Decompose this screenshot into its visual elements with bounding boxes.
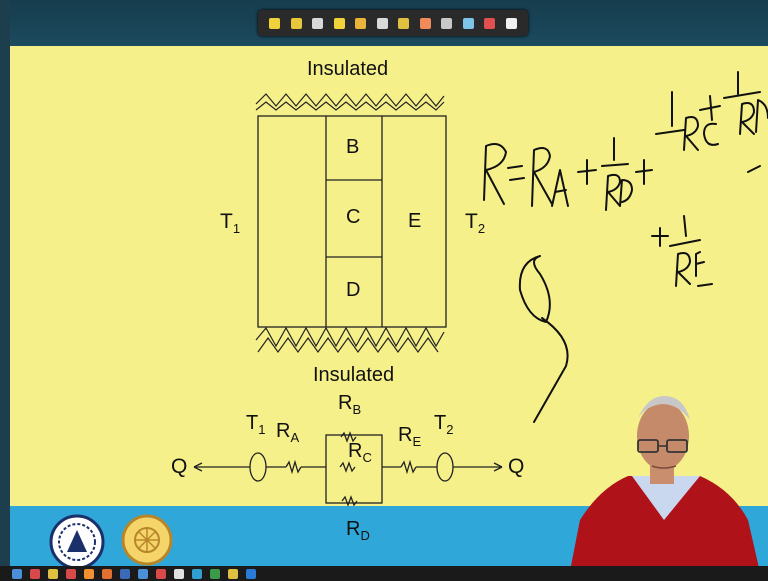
taskbar-app-icon[interactable] [138, 568, 148, 579]
circuit-rb-sub: B [352, 402, 362, 417]
taskbar-app-icon[interactable] [156, 568, 166, 579]
insulated-top-label: Insulated [307, 58, 389, 80]
ink-RA [531, 147, 569, 207]
circuit-rd-sub: D [360, 528, 370, 543]
thermal-circuit [193, 431, 503, 507]
circuit-rc-label: RC [348, 440, 372, 465]
block-d-label: D [346, 279, 361, 301]
circuit-re-sub: E [412, 434, 422, 449]
block-c-label: C [346, 206, 361, 228]
undo-tool-icon[interactable] [505, 17, 517, 29]
ink-1-RB [601, 137, 633, 211]
circuit-t1-sub: 1 [258, 422, 266, 437]
ink-plus4 [651, 227, 669, 247]
temp-right-sub: 2 [477, 221, 486, 237]
shape-tool-icon[interactable] [441, 17, 453, 29]
temp-left-main: T [220, 210, 233, 233]
circuit-q-right: Q [508, 455, 525, 478]
line-tool-icon[interactable] [398, 17, 410, 29]
circuit-t1-main: T [246, 412, 259, 434]
wall-outline [257, 115, 447, 328]
color-tool-icon[interactable] [462, 17, 474, 29]
taskbar [0, 566, 768, 581]
temp-left-label: T1 [220, 210, 240, 236]
highlighter-tool-icon[interactable] [312, 17, 324, 29]
circuit-rd-main: R [346, 518, 361, 540]
ink-1-RD [723, 71, 768, 135]
circuit-re-label: RE [398, 424, 421, 449]
taskbar-app-icon[interactable] [210, 568, 220, 579]
brush-tool-icon[interactable] [355, 17, 367, 29]
taskbar-app-icon[interactable] [12, 568, 22, 579]
taskbar-app-icon[interactable] [84, 568, 94, 579]
taskbar-app-icon[interactable] [30, 568, 40, 579]
taskbar-app-icon[interactable] [228, 568, 238, 579]
eraser-tool-icon[interactable] [419, 17, 431, 29]
ink-1-RC [655, 91, 719, 151]
pointer-tool-icon[interactable] [269, 17, 281, 29]
taskbar-app-icon[interactable] [48, 568, 58, 579]
pen-tool-icon[interactable] [290, 17, 302, 29]
circuit-re-main: R [398, 424, 413, 446]
circuit-rb-main: R [338, 392, 353, 414]
circuit-q-left: Q [171, 455, 188, 478]
iit-logo-icon [49, 514, 105, 570]
circuit-rc-main: R [348, 440, 363, 462]
circuit-t2-label: T2 [434, 412, 453, 437]
circuit-rd-label: RD [346, 518, 370, 543]
insulation-bottom [255, 326, 445, 354]
block-e-label: E [408, 210, 422, 232]
taskbar-app-icon[interactable] [66, 568, 76, 579]
taskbar-app-icon[interactable] [120, 568, 130, 579]
circuit-t2-main: T [434, 412, 447, 434]
circuit-ra-label: RA [276, 420, 299, 445]
taskbar-app-icon[interactable] [192, 568, 202, 579]
ink-1-RE [669, 215, 713, 287]
circuit-ra-main: R [276, 420, 291, 442]
circuit-rc-sub: C [362, 450, 372, 465]
circuit-t2-sub: 2 [446, 422, 454, 437]
ink-plus3 [699, 95, 721, 121]
taskbar-app-icon[interactable] [246, 568, 256, 579]
marker-tool-icon[interactable] [333, 17, 345, 29]
temp-left-sub: 1 [232, 221, 241, 237]
circuit-t1-label: T1 [246, 412, 265, 437]
left-edge [0, 0, 10, 581]
circuit-rb-label: RB [338, 392, 361, 417]
text-tool-icon[interactable] [376, 17, 388, 29]
handwritten-equation [483, 71, 768, 423]
block-b-label: B [346, 136, 360, 158]
taskbar-app-icon[interactable] [174, 568, 184, 579]
taskbar-app-icon[interactable] [102, 568, 112, 579]
ink-dash [747, 165, 761, 173]
insulation-top [255, 93, 445, 111]
nptel-logo-icon [121, 514, 173, 566]
pen-toolbar[interactable] [258, 10, 528, 36]
temp-right-label: T2 [465, 210, 485, 236]
insulated-bottom-label: Insulated [313, 364, 395, 386]
clear-tool-icon[interactable] [484, 17, 496, 29]
ink-loop [518, 255, 569, 423]
circuit-ra-sub: A [290, 430, 300, 445]
ink-plus1 [577, 159, 597, 185]
ink-equals [507, 165, 525, 181]
temp-right-main: T [465, 210, 478, 233]
ink-plus2 [635, 159, 653, 185]
ink-R [483, 143, 507, 205]
